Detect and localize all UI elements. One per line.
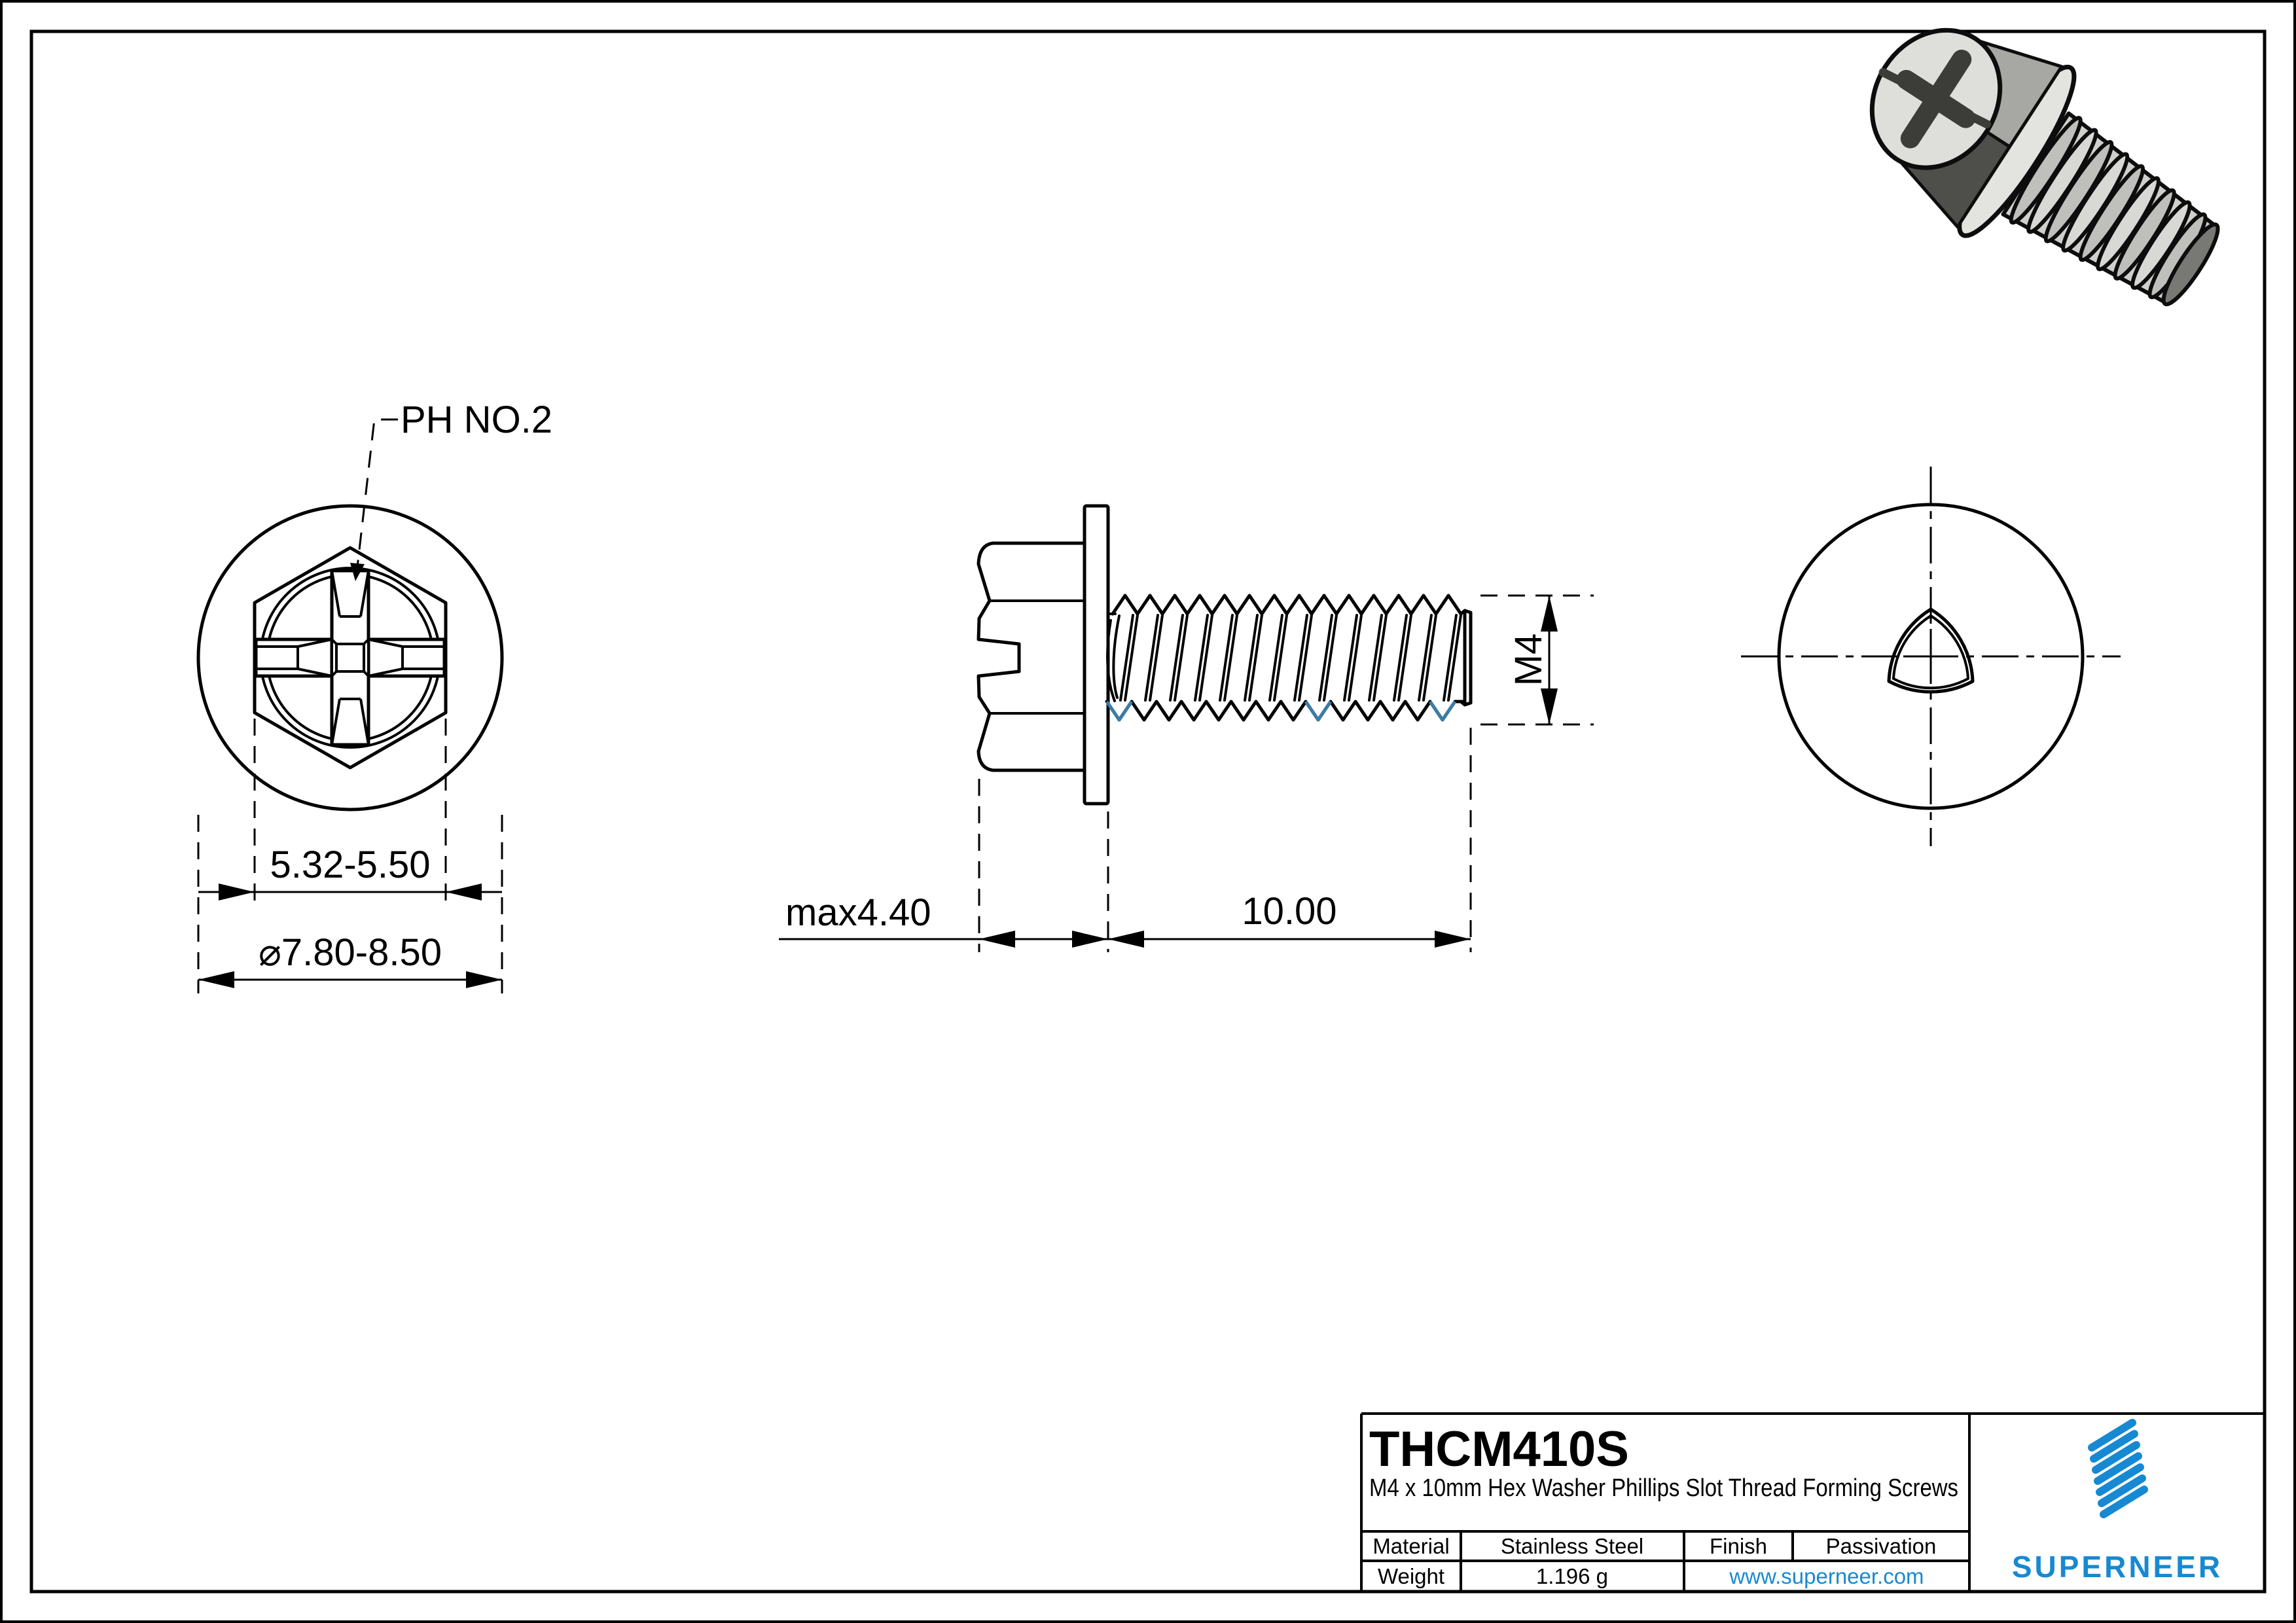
title-block-grid bbox=[1360, 1412, 2265, 1592]
hex-width-dim-text: 5.32-5.50 bbox=[270, 844, 430, 886]
trilobe-inner bbox=[1892, 615, 1969, 690]
center-cross bbox=[1903, 629, 1958, 684]
part-number: THCM410S bbox=[1369, 1421, 1629, 1477]
material-label: Material bbox=[1372, 1534, 1449, 1558]
thread-flank-lines bbox=[1119, 614, 1462, 702]
hex-head-outline bbox=[253, 546, 448, 770]
render-thread-ridges bbox=[2009, 116, 2208, 300]
slot-recess-detail bbox=[256, 638, 444, 677]
website-link[interactable]: www.superneer.com bbox=[1729, 1564, 1924, 1588]
back-washer-circle bbox=[1777, 503, 2085, 810]
thread-size-dimension: M4 bbox=[1480, 594, 1594, 726]
thread-top-zigzag bbox=[1111, 594, 1463, 616]
front-view-dimensions: 5.32-5.50 ⌀7.80-8.50 bbox=[197, 719, 503, 993]
weight-value: 1.196 g bbox=[1536, 1564, 1608, 1588]
ph-callout: PH NO.2 bbox=[350, 399, 552, 581]
thread-lead-in bbox=[1106, 613, 1121, 702]
front-view: PH NO.2 5.32-5.50 ⌀7.80-8.50 bbox=[196, 399, 552, 993]
side-view-dimensions: max4.40 10.00 bbox=[779, 728, 1472, 952]
superneer-logo: SUPERNEER bbox=[2012, 1419, 2223, 1584]
thread-length-dim-text: 10.00 bbox=[1242, 890, 1336, 933]
screw-3d-render bbox=[1869, 27, 2220, 306]
thread-end-cap bbox=[1459, 609, 1473, 707]
side-washer-flange bbox=[1083, 504, 1110, 806]
thread-bottom-zigzag bbox=[1105, 700, 1467, 722]
ph-callout-label: PH NO.2 bbox=[401, 399, 552, 441]
render-tip bbox=[2161, 222, 2220, 306]
side-view: M4 max4.40 10.00 bbox=[779, 504, 1594, 952]
trilobe-outer bbox=[1887, 607, 1975, 694]
phillips-wing-tapers bbox=[331, 570, 370, 745]
weight-label: Weight bbox=[1378, 1564, 1444, 1588]
render-phillips-recess bbox=[1878, 49, 1992, 149]
title-block: THCM410S M4 x 10mm Hex Washer Phillips S… bbox=[1360, 1412, 2265, 1592]
side-head-outline bbox=[977, 541, 1086, 772]
leader-arrowhead bbox=[350, 563, 365, 581]
thread-size-dim-text: M4 bbox=[1507, 633, 1550, 687]
washer-flange-circle bbox=[196, 504, 504, 812]
phillips-intersection bbox=[333, 641, 367, 675]
head-height-dim-text: max4.40 bbox=[785, 891, 931, 934]
thread-profile bbox=[1105, 594, 1473, 722]
phillips-center-square bbox=[331, 638, 370, 677]
material-value: Stainless Steel bbox=[1501, 1534, 1643, 1558]
superneer-logo-icon bbox=[2088, 1419, 2148, 1518]
part-description: M4 x 10mm Hex Washer Phillips Slot Threa… bbox=[1369, 1474, 1958, 1502]
finish-value: Passivation bbox=[1826, 1534, 1937, 1558]
back-view bbox=[1741, 467, 2121, 846]
brand-name: SUPERNEER bbox=[2012, 1550, 2223, 1584]
thread-root-marks bbox=[1105, 700, 1457, 722]
washer-dia-dim-text: ⌀7.80-8.50 bbox=[259, 931, 442, 974]
finish-label: Finish bbox=[1710, 1534, 1767, 1558]
